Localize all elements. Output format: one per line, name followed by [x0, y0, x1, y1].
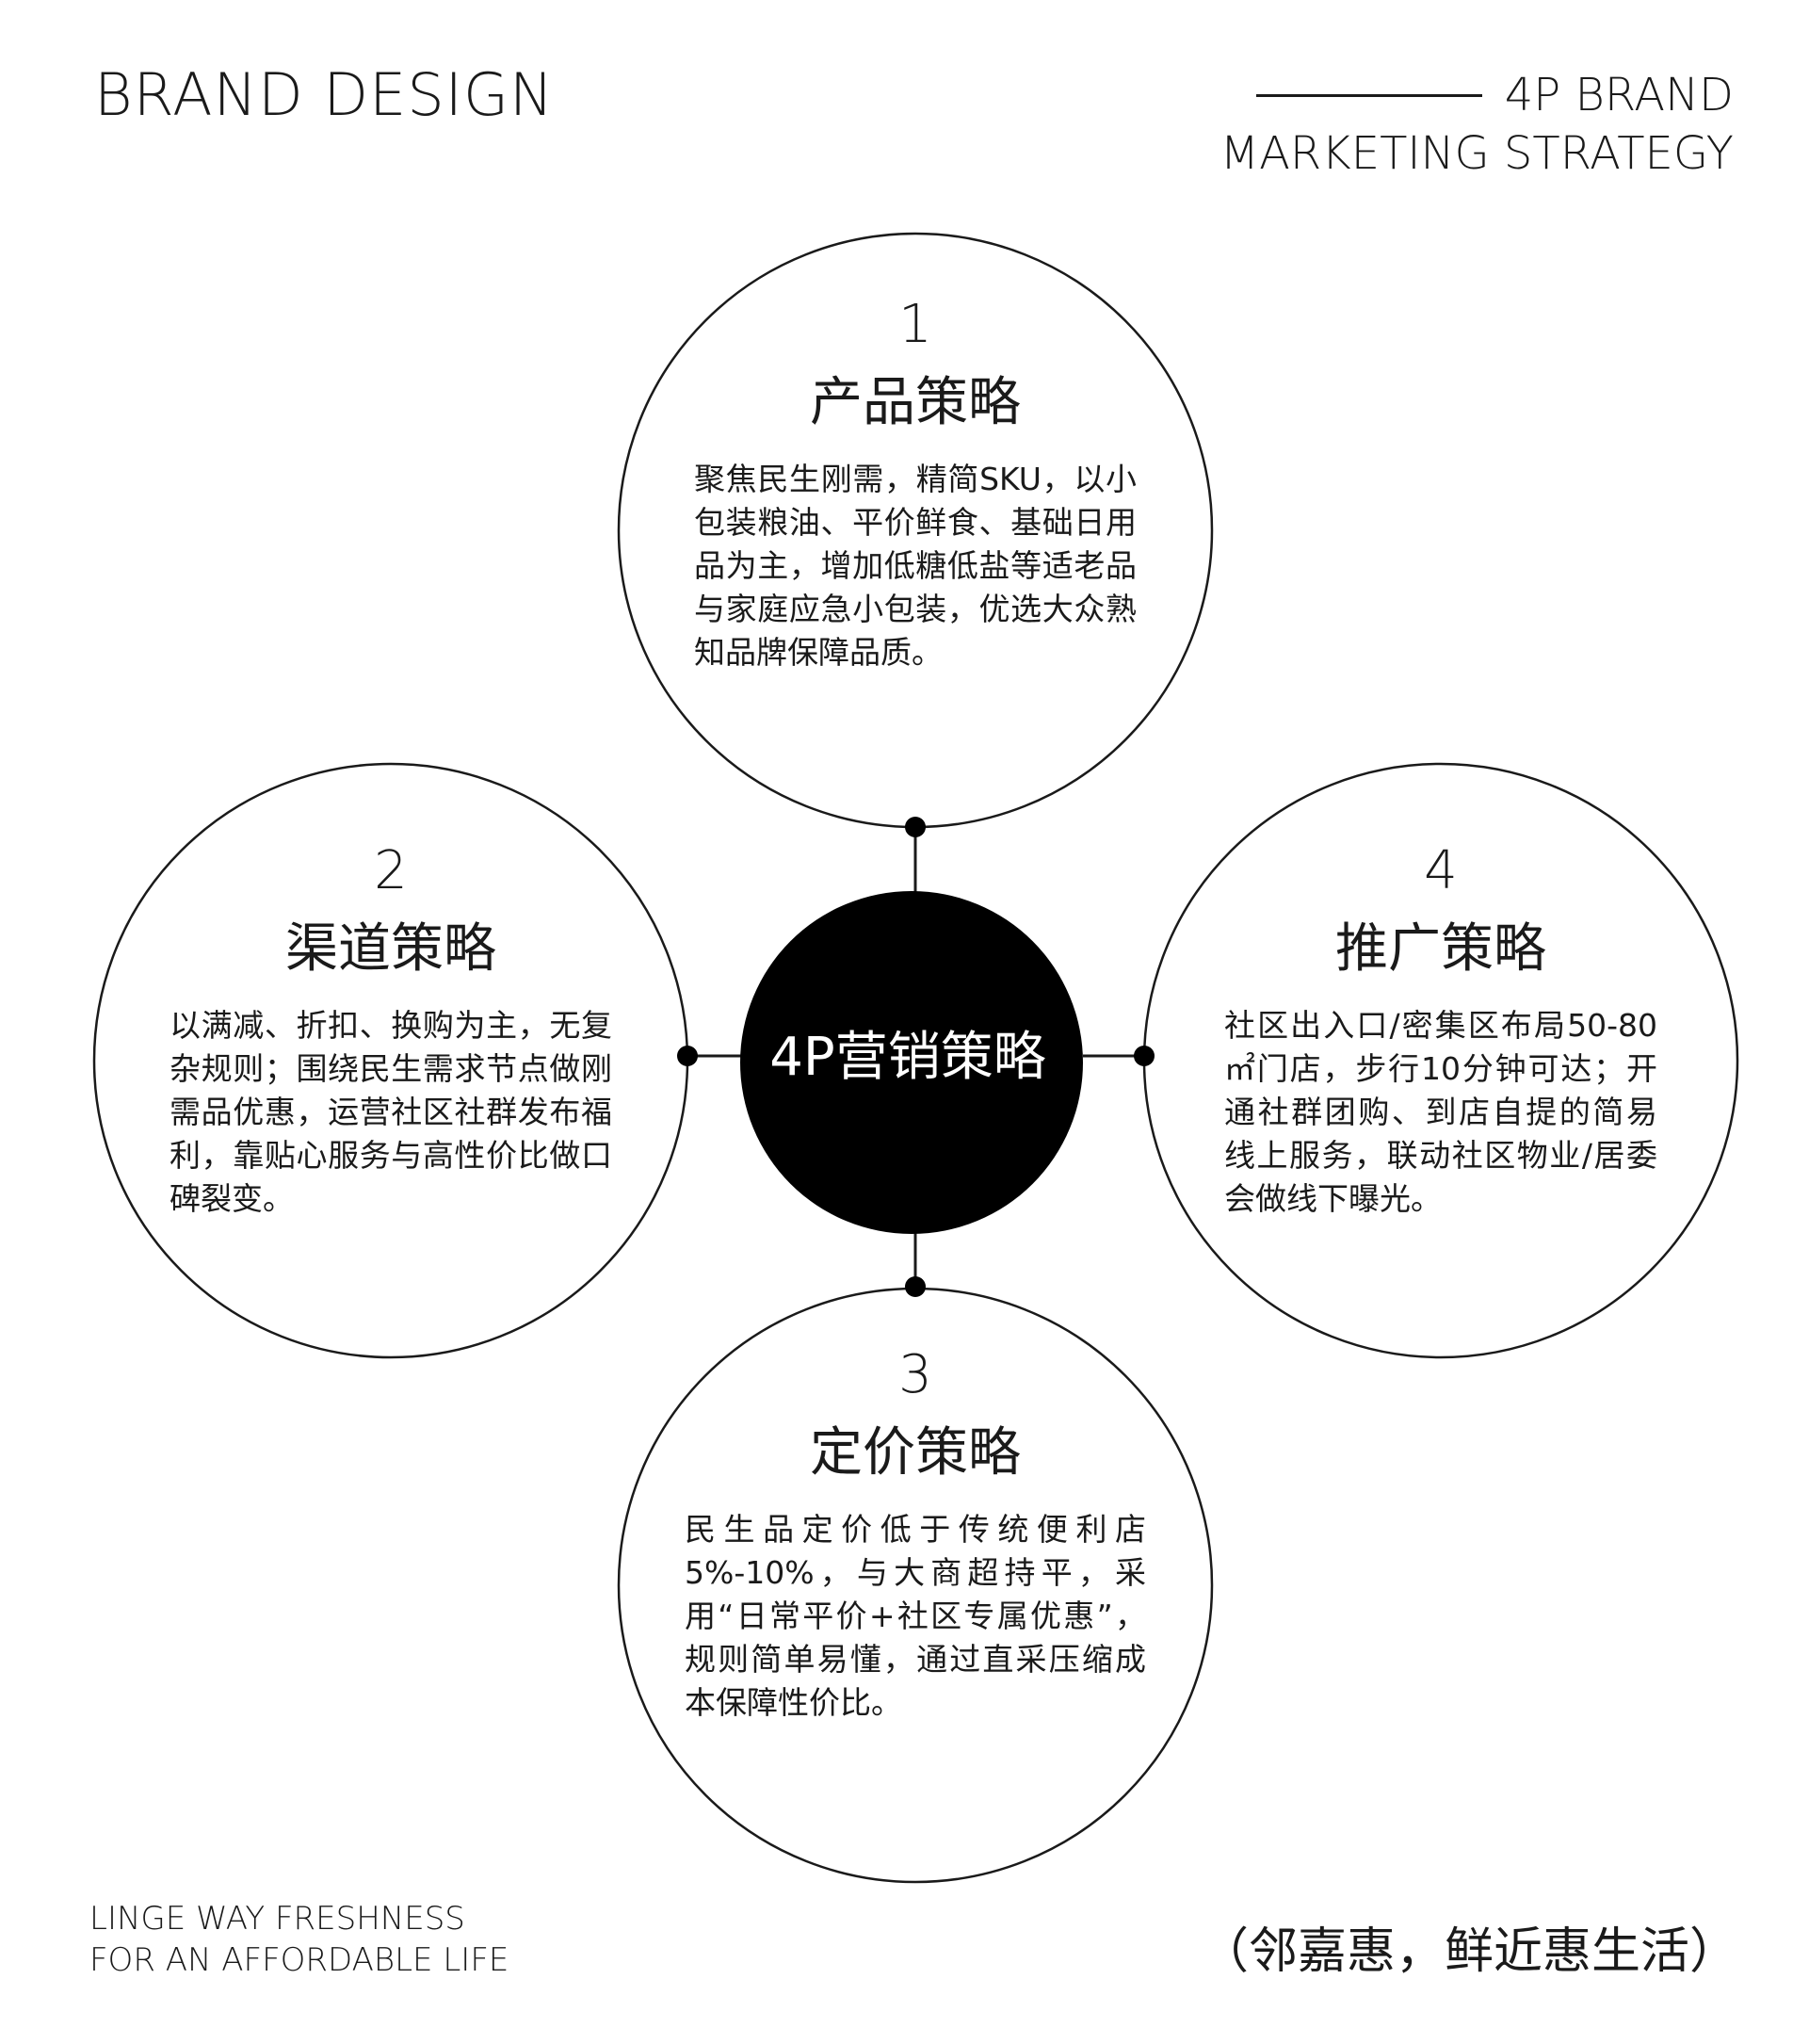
circle-channel-title: 渠道策略	[285, 918, 496, 980]
slogan-chinese: （邻嘉惠，鲜近惠生活）	[1199, 1923, 1738, 1980]
circle-promotion-description: 社区出入口/密集区布局50-80㎡门店，步行10分钟可达；开通社群团购、到店自提…	[1224, 1007, 1657, 1217]
center-circle	[740, 891, 1083, 1234]
circle-promotion-text: 4 推广策略 社区出入口/密集区布局50-80㎡门店，步行10分钟可达；开通社群…	[1215, 838, 1667, 1221]
strategy-line1: 4P BRAND	[1504, 69, 1734, 122]
connector-dot-bottom	[905, 1276, 926, 1297]
slogan-english: LINGE WAY FRESHNESS FOR AN AFFORDABLE LI…	[89, 1898, 509, 1981]
circle-product-title: 产品策略	[810, 372, 1021, 433]
circle-product-number: 1	[898, 294, 932, 355]
connector-dot-left	[677, 1046, 698, 1066]
connector-dot-top	[905, 817, 926, 837]
connector-dot-right	[1134, 1046, 1155, 1066]
circle-product-text: 1 产品策略 聚焦民生刚需，精简SKU，以小包装粮油、平价鲜食、基础日用品为主，…	[689, 292, 1141, 674]
brand-title: BRAND DESIGN	[94, 60, 555, 129]
circle-channel-number: 2	[374, 840, 408, 901]
circle-product-description: 聚焦民生刚需，精简SKU，以小包装粮油、平价鲜食、基础日用品为主，增加低糖低盐等…	[694, 461, 1137, 671]
strategy-heading: 4P BRAND MARKETING STRATEGY	[1220, 66, 1734, 183]
slogan-english-line2: FOR AN AFFORDABLE LIFE	[89, 1941, 509, 1979]
circle-pricing-text: 3 定价策略 民生品定价低于传统便利店5%-10%，与大商超持平，采用“日常平价…	[680, 1342, 1151, 1725]
circle-promotion-title: 推广策略	[1335, 918, 1546, 980]
circle-pricing-number: 3	[898, 1344, 932, 1405]
circle-pricing-description: 民生品定价低于传统便利店5%-10%，与大商超持平，采用“日常平价+社区专属优惠…	[685, 1511, 1146, 1721]
slogan-english-line1: LINGE WAY FRESHNESS	[89, 1900, 465, 1938]
strategy-line2: MARKETING STRATEGY	[1219, 127, 1734, 180]
circle-promotion-number: 4	[1424, 840, 1458, 901]
circle-channel-text: 2 渠道策略 以满减、折扣、换购为主，无复杂规则；围绕民生需求节点做刚需品优惠，…	[165, 838, 617, 1221]
center-label: 4P营销策略	[769, 1027, 1046, 1088]
heading-rule	[1255, 93, 1482, 97]
strategy-line1-row: 4P BRAND	[1220, 66, 1734, 124]
circle-channel-description: 以满减、折扣、换购为主，无复杂规则；围绕民生需求节点做刚需品优惠，运营社区社群发…	[170, 1007, 612, 1217]
circle-pricing-title: 定价策略	[810, 1422, 1021, 1484]
